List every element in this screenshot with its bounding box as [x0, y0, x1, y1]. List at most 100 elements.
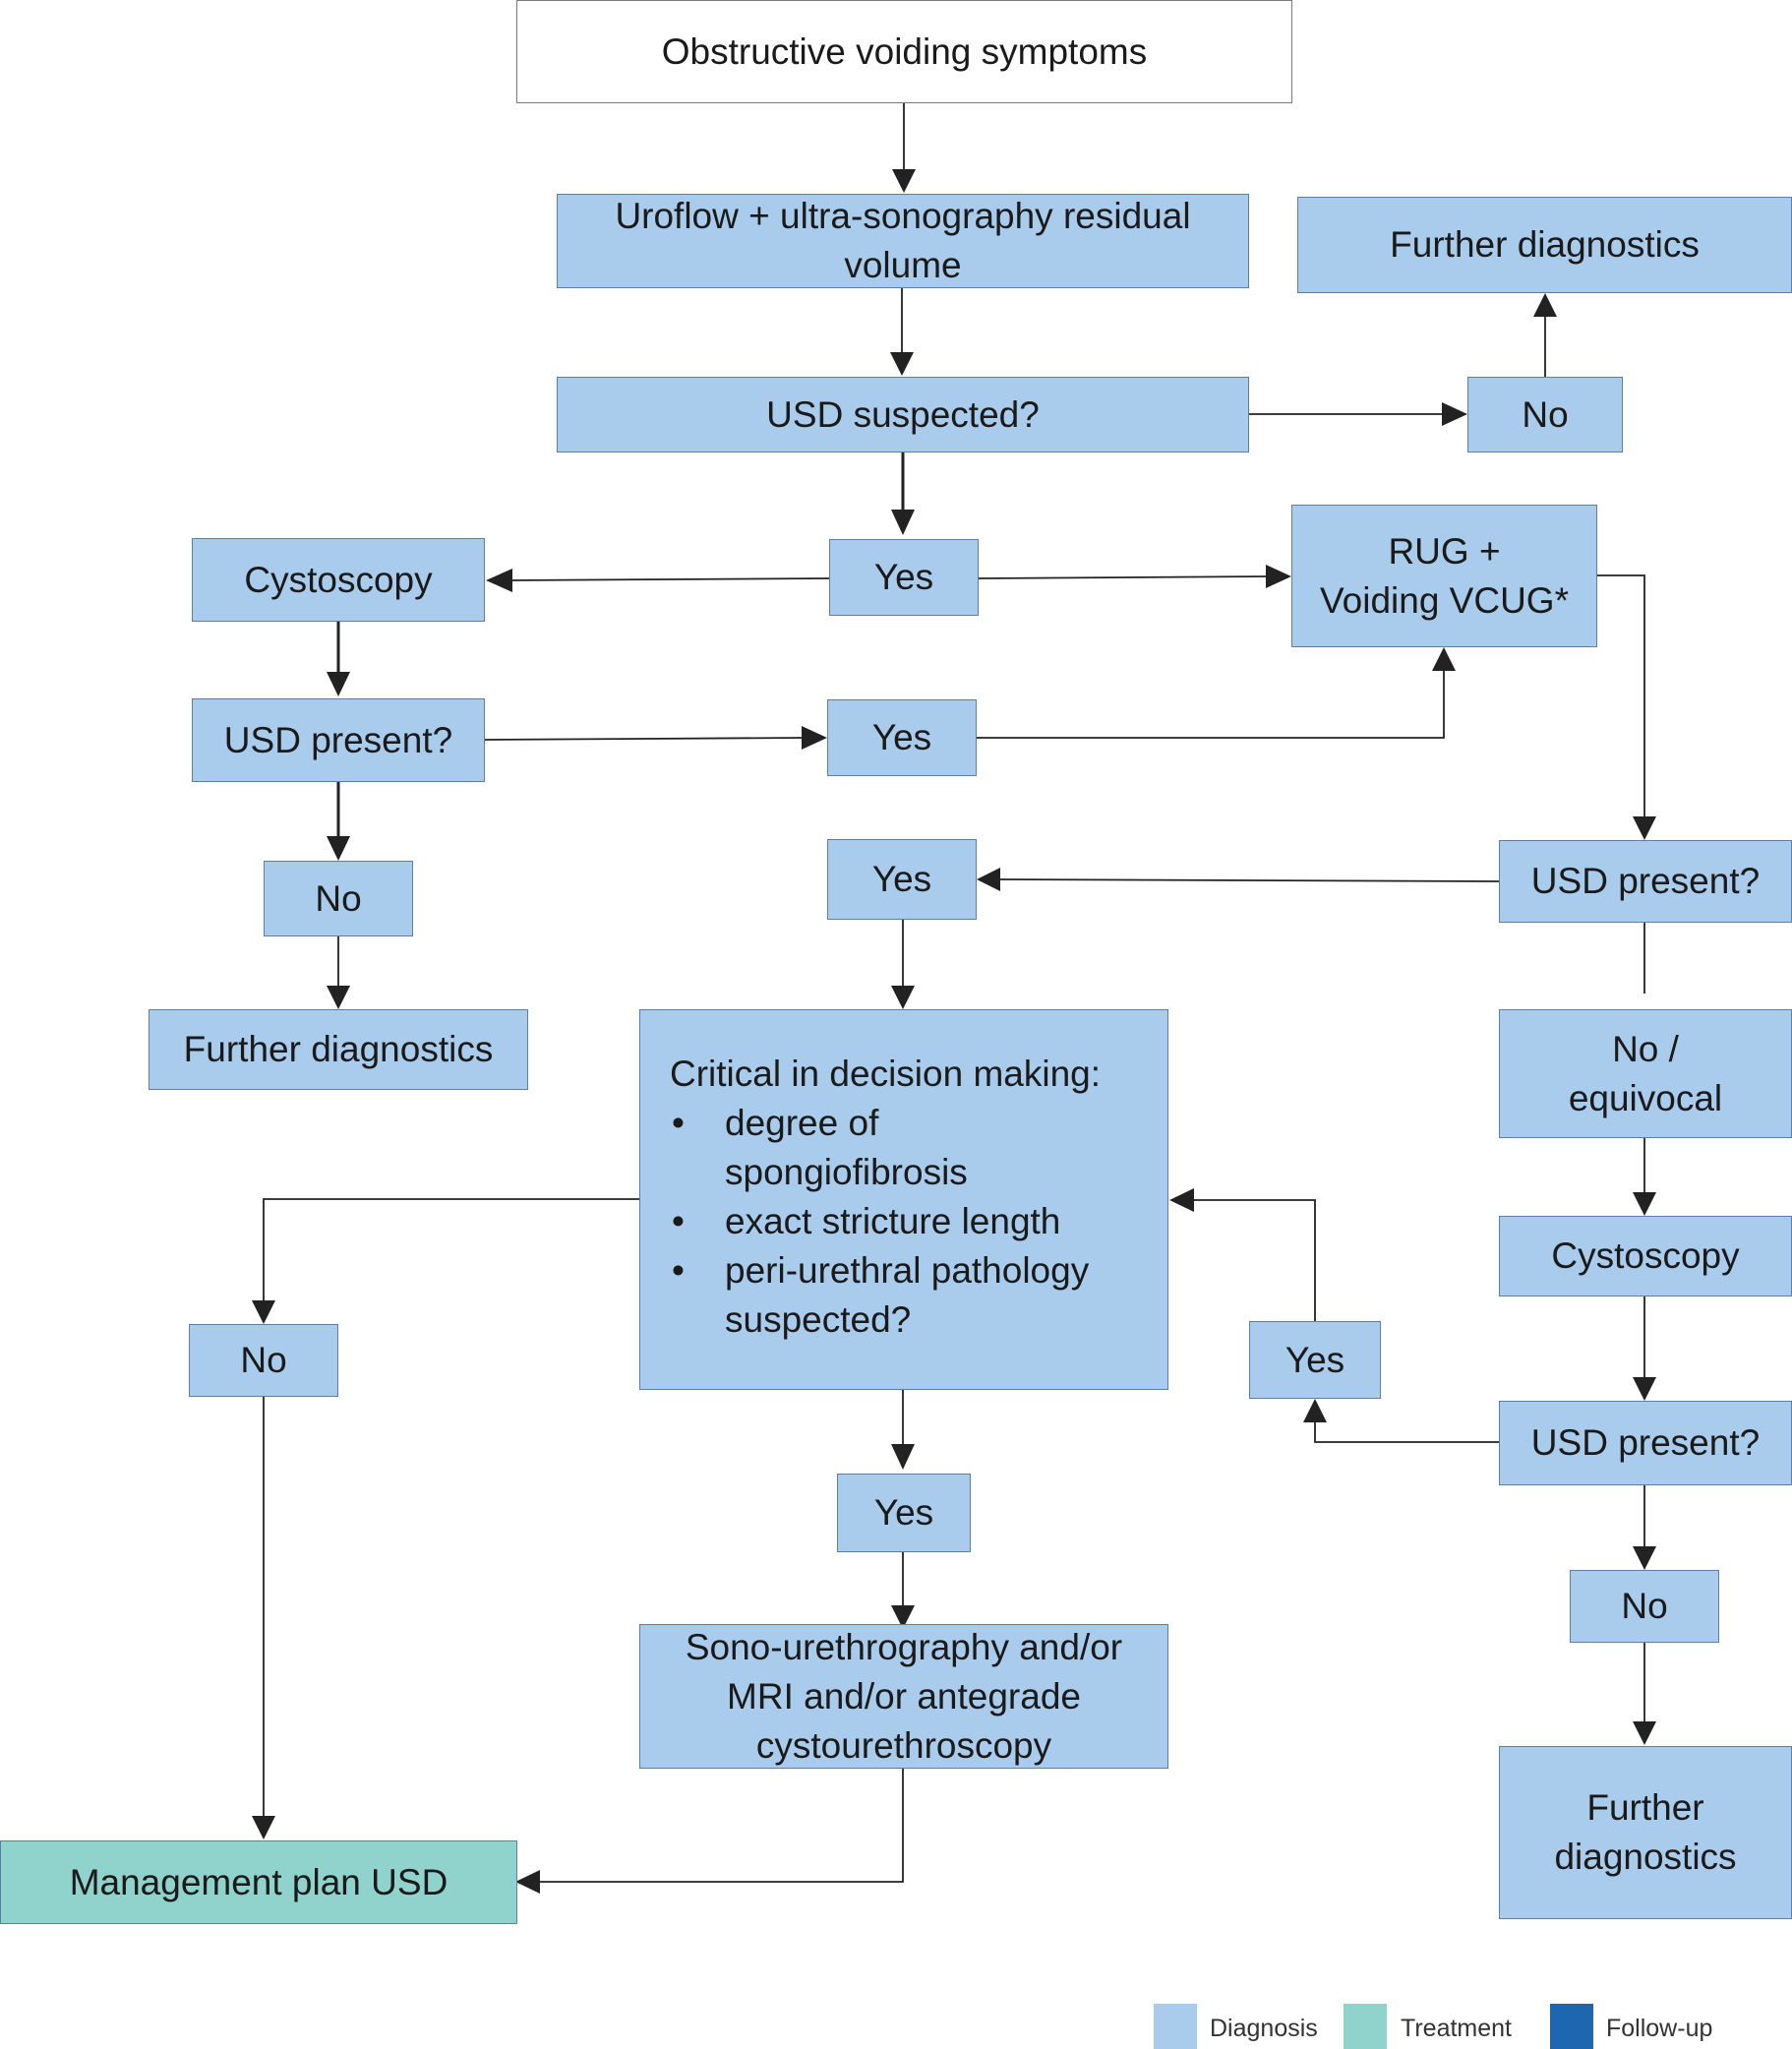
node-label: USD present?	[1530, 1422, 1761, 1463]
node-cystoscopy-right: Cystoscopy	[1499, 1216, 1792, 1296]
arrowhead	[892, 169, 916, 193]
node-management-plan: Management plan USD	[0, 1840, 517, 1924]
node-no-right: No	[1570, 1570, 1719, 1643]
arrowhead	[1533, 293, 1557, 317]
node-label: USD present?	[1530, 861, 1761, 901]
node-label: Cystoscopy	[1551, 1235, 1740, 1276]
arrowhead	[1266, 565, 1291, 588]
arrowhead	[891, 1605, 915, 1629]
node-rug-vcug: RUG + Voiding VCUG*	[1291, 505, 1597, 647]
edge-rug-present-r1	[1597, 574, 1645, 823]
legend-label-diagnosis: Diagnosis	[1210, 2015, 1318, 2042]
node-label: Yes	[871, 859, 932, 899]
arrowhead	[1432, 647, 1456, 671]
arrowhead	[1442, 402, 1467, 426]
arrowhead	[977, 868, 1000, 891]
arrowhead	[1633, 1721, 1656, 1745]
node-label: Cystoscopy	[244, 559, 433, 600]
arrowhead	[802, 726, 827, 750]
arrowhead	[327, 672, 350, 696]
node-sono-mri: Sono-urethrography and/or MRI and/or ant…	[639, 1624, 1168, 1769]
node-label: Uroflow + ultra-sonography residual volu…	[615, 196, 1191, 285]
legend-swatch-diagnosis	[1154, 2004, 1197, 2049]
node-yes-5: Yes	[1249, 1321, 1381, 1399]
arrowhead	[1303, 1399, 1327, 1422]
arrowhead	[1633, 1192, 1656, 1216]
arrowhead	[891, 1444, 915, 1470]
arrowhead	[891, 986, 915, 1009]
node-further-diagnostics-left: Further diagnostics	[149, 1009, 528, 1090]
arrowhead	[327, 836, 350, 861]
node-usd-present-right-2: USD present?	[1499, 1401, 1792, 1485]
legend-label-treatment: Treatment	[1401, 2015, 1513, 2042]
node-label: Yes	[871, 717, 932, 757]
arrowhead	[486, 569, 512, 592]
node-yes-3: Yes	[827, 839, 977, 920]
node-label-line2: equivocal	[1568, 1077, 1723, 1118]
node-cystoscopy-left: Cystoscopy	[192, 538, 485, 622]
node-label: Yes	[873, 557, 934, 597]
node-label: Yes	[873, 1492, 934, 1533]
critical-list: degree of spongiofibrosis exact strictur…	[670, 1099, 1138, 1345]
critical-item: peri-urethral pathology suspected?	[670, 1246, 1138, 1345]
node-label: USD suspected?	[766, 393, 1040, 435]
node-uroflow: Uroflow + ultra-sonography residual volu…	[557, 194, 1249, 288]
node-label: No	[1621, 1586, 1668, 1626]
edge-yes-rug	[978, 575, 1271, 579]
node-usd-suspected: USD suspected?	[557, 377, 1249, 452]
node-further-diagnostics-right: Further diagnostics	[1499, 1746, 1792, 1919]
legend-label-follow-up: Follow-up	[1606, 2015, 1713, 2042]
critical-item: exact stricture length	[670, 1197, 1138, 1246]
legend-swatch-follow-up	[1550, 2004, 1593, 2049]
arrowhead	[1633, 1546, 1656, 1570]
node-label: USD present?	[223, 719, 453, 760]
node-yes-2: Yes	[827, 699, 977, 776]
arrowhead	[1633, 816, 1656, 840]
arrowhead	[252, 1816, 275, 1839]
node-no-mid-left: No	[189, 1324, 338, 1397]
node-label-line1: RUG +	[1388, 530, 1501, 572]
edge-sono-management	[536, 1769, 904, 1883]
node-no-left: No	[264, 861, 413, 936]
arrowhead	[1633, 1377, 1656, 1401]
node-no-equivocal: No / equivocal	[1499, 1009, 1792, 1138]
node-yes-4: Yes	[837, 1474, 971, 1552]
edge-yes5-critical	[1190, 1199, 1316, 1321]
node-label: No	[240, 1340, 287, 1380]
node-label: Sono-urethrography and/or MRI and/or ant…	[685, 1626, 1123, 1766]
node-label: Management plan USD	[69, 1861, 448, 1902]
node-yes-1: Yes	[829, 539, 979, 616]
edge-yes2-rug	[977, 667, 1445, 739]
critical-title: Critical in decision making:	[670, 1054, 1102, 1094]
critical-item: degree of spongiofibrosis	[670, 1099, 1049, 1197]
node-critical-decision: Critical in decision making: degree of s…	[639, 1009, 1168, 1390]
node-label: Further diagnostics	[1390, 224, 1700, 265]
node-usd-present-left: USD present?	[192, 698, 485, 782]
edge-present-yes2	[483, 737, 806, 741]
edge-critical-nomid	[263, 1198, 639, 1308]
node-label-line1: No /	[1612, 1028, 1679, 1069]
arrowhead	[891, 510, 915, 535]
edge-present-r2-yes5	[1314, 1413, 1499, 1443]
node-usd-present-right-1: USD present?	[1499, 840, 1792, 923]
node-label: Obstructive voiding symptoms	[661, 30, 1148, 72]
node-label-line1: Further	[1586, 1787, 1704, 1828]
edge-present-r1-yes3	[996, 878, 1500, 882]
node-label-line2: Voiding VCUG*	[1320, 579, 1569, 621]
arrowhead	[327, 986, 350, 1009]
node-label: Further diagnostics	[183, 1029, 494, 1069]
node-label: Yes	[1284, 1339, 1345, 1380]
arrowhead	[1169, 1188, 1194, 1212]
node-label: No	[315, 877, 362, 919]
arrowhead	[515, 1870, 540, 1894]
arrowhead	[252, 1300, 275, 1324]
arrowhead	[890, 352, 914, 376]
edge-yes-cystoscopy	[509, 577, 830, 581]
node-further-diagnostics-top: Further diagnostics	[1297, 197, 1792, 293]
legend-swatch-treatment	[1344, 2004, 1387, 2049]
node-label-line2: diagnostics	[1554, 1837, 1737, 1877]
node-label: No	[1522, 393, 1569, 435]
node-no-top: No	[1467, 377, 1623, 452]
node-obstructive-voiding-symptoms: Obstructive voiding symptoms	[516, 0, 1292, 103]
